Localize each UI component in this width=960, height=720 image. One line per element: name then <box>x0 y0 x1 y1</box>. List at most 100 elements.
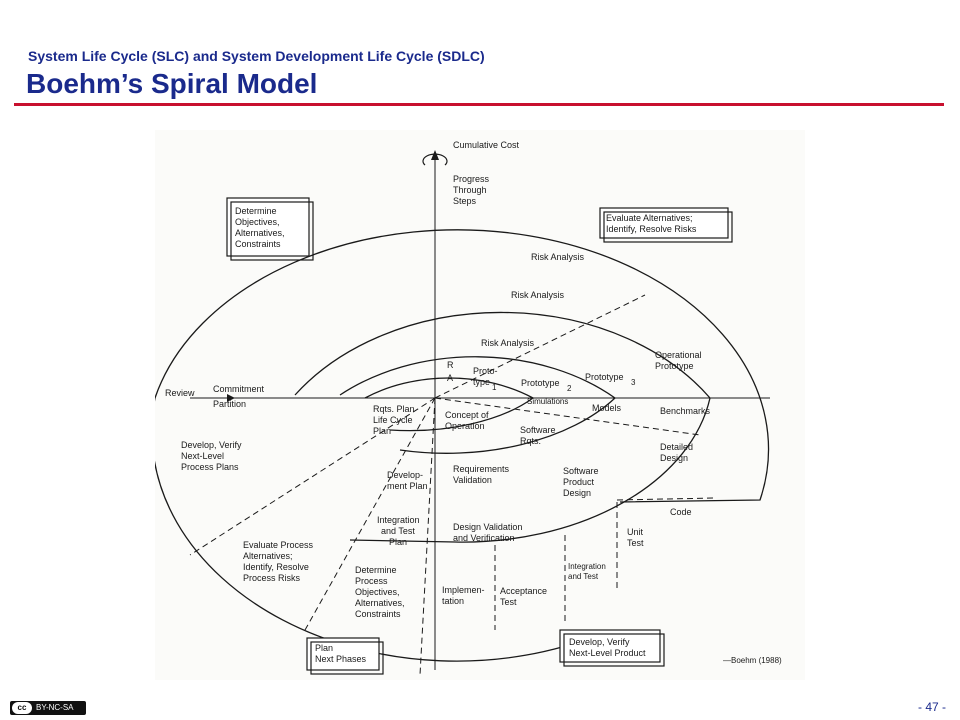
slide-title: Boehm’s Spiral Model <box>26 68 318 99</box>
dev-plan-2: ment Plan <box>387 481 428 491</box>
axis-labels: Cumulative Cost Progress Through Steps R… <box>165 140 520 409</box>
progress-label-2: Through <box>453 185 487 195</box>
cc-license-badge: cc BY-NC-SA <box>10 701 86 715</box>
unit-test-1: Unit <box>627 527 644 537</box>
cc-license-text: BY-NC-SA <box>36 703 74 712</box>
detailed-design-2: Design <box>660 453 688 463</box>
integration-plan-1: Integration <box>377 515 420 525</box>
prototype-3-label: Prototype <box>585 372 624 382</box>
spiral-loop-2 <box>339 356 617 454</box>
page-number: - 47 - <box>917 700 946 714</box>
benchmarks-label: Benchmarks <box>660 406 711 416</box>
box-text: Alternatives, <box>235 228 285 238</box>
operational-prototype-2: Prototype <box>655 361 694 371</box>
risk-analysis-middle: Risk Analysis <box>511 290 565 300</box>
prototype-1-label: Proto- <box>473 366 498 376</box>
spiral-svg: Cumulative Cost Progress Through Steps R… <box>151 140 782 676</box>
risk-r: R <box>447 360 454 370</box>
dashed-radials <box>189 294 716 676</box>
spiral-inner-labels: Rqts. Plan Life Cycle Plan Concept of Op… <box>373 404 693 607</box>
implementation-2: tation <box>442 596 464 606</box>
integration-plan-3: Plan <box>389 537 407 547</box>
radial-right-low <box>434 397 701 436</box>
prototype-labels: Proto- type 1 Prototype 2 Prototype 3 Op… <box>473 350 702 393</box>
box-text: Next Phases <box>315 654 367 664</box>
integration-plan-2: and Test <box>381 526 415 536</box>
prototype-1-label-b: type <box>473 377 490 387</box>
box-text: Evaluate Alternatives; <box>606 213 693 223</box>
progress-label-1: Progress <box>453 174 490 184</box>
prototype-1-subscript: 1 <box>492 383 497 392</box>
risk-analysis-inner: Risk Analysis <box>481 338 535 348</box>
evaluate-process-4: Process Risks <box>243 573 301 583</box>
determine-process-3: Objectives, <box>355 587 400 597</box>
models-label: Models <box>592 403 622 413</box>
radial-lower-left <box>189 397 436 556</box>
design-validation-2: and Verification <box>453 533 515 543</box>
sw-product-design-1: Software <box>563 466 599 476</box>
simulations-label: Simulations <box>527 397 568 406</box>
determine-process-5: Constraints <box>355 609 401 619</box>
design-validation-1: Design Validation <box>453 522 522 532</box>
risk-a: A <box>447 373 453 383</box>
box-text: Constraints <box>235 239 281 249</box>
quadrant-box-top-right: Evaluate Alternatives; Identify, Resolve… <box>599 207 733 243</box>
detailed-design-1: Detailed <box>660 442 693 452</box>
req-validation-2: Validation <box>453 475 492 485</box>
radial-upper-right <box>434 294 646 399</box>
partition-label: Partition <box>213 399 246 409</box>
integration-test-2: and Test <box>568 572 599 581</box>
axis-arrowhead <box>431 150 439 160</box>
spiral-loop-3 <box>294 311 711 543</box>
quadrant-box-top-left: Determine Objectives, Alternatives, Cons… <box>226 197 314 261</box>
rqts-plan-3: Plan <box>373 426 391 436</box>
box-text: Determine <box>235 206 277 216</box>
implementation-1: Implemen- <box>442 585 485 595</box>
sw-product-design-2: Product <box>563 477 595 487</box>
radial-down <box>419 397 436 676</box>
slide-subtitle: System Life Cycle (SLC) and System Devel… <box>28 48 485 64</box>
determine-process-2: Process <box>355 576 388 586</box>
sw-product-design-3: Design <box>563 488 591 498</box>
develop-verify-process-2: Next-Level <box>181 451 224 461</box>
progress-label-3: Steps <box>453 196 477 206</box>
left-side-labels: Develop, Verify Next-Level Process Plans… <box>181 440 405 619</box>
axes <box>190 160 770 670</box>
spiral-model-diagram: Cumulative Cost Progress Through Steps R… <box>151 130 805 680</box>
quadrant-box-bottom-right: Develop, Verify Next-Level Product <box>559 629 665 667</box>
develop-verify-process-3: Process Plans <box>181 462 239 472</box>
evaluate-process-2: Alternatives; <box>243 551 293 561</box>
review-label: Review <box>165 388 195 398</box>
concept-2: Operation <box>445 421 485 431</box>
operational-prototype-1: Operational <box>655 350 702 360</box>
evaluate-process-1: Evaluate Process <box>243 540 314 550</box>
prototype-3-subscript: 3 <box>631 378 636 387</box>
software-rqts-1: Software <box>520 425 556 435</box>
prototype-2-subscript: 2 <box>567 384 572 393</box>
divider-h1 <box>616 497 716 501</box>
cumulative-cost-label: Cumulative Cost <box>453 140 520 150</box>
unit-test-2: Test <box>627 538 644 548</box>
box-text: Plan <box>315 643 333 653</box>
acceptance-2: Test <box>500 597 517 607</box>
commitment-label: Commitment <box>213 384 265 394</box>
risk-analysis-labels: Risk Analysis Risk Analysis Risk Analysi… <box>447 252 585 383</box>
prototype-2-label: Prototype <box>521 378 560 388</box>
box-text: Objectives, <box>235 217 280 227</box>
radial-lower-left-steep <box>304 397 436 631</box>
title-underline <box>14 103 944 106</box>
code-label: Code <box>670 507 692 517</box>
dev-plan-1: Develop- <box>387 470 423 480</box>
integration-test-1: Integration <box>568 562 606 571</box>
review-arrowhead <box>227 394 235 402</box>
acceptance-1: Acceptance <box>500 586 547 596</box>
box-text: Develop, Verify <box>569 637 630 647</box>
rqts-plan-1: Rqts. Plan <box>373 404 415 414</box>
determine-process-4: Alternatives, <box>355 598 405 608</box>
row-labels: Simulations Models Benchmarks <box>527 397 711 416</box>
req-validation-1: Requirements <box>453 464 510 474</box>
determine-process-1: Determine <box>355 565 397 575</box>
cc-icon: cc <box>12 702 32 714</box>
evaluate-process-3: Identify, Resolve <box>243 562 309 572</box>
boehm-credit: —Boehm (1988) <box>723 656 782 665</box>
